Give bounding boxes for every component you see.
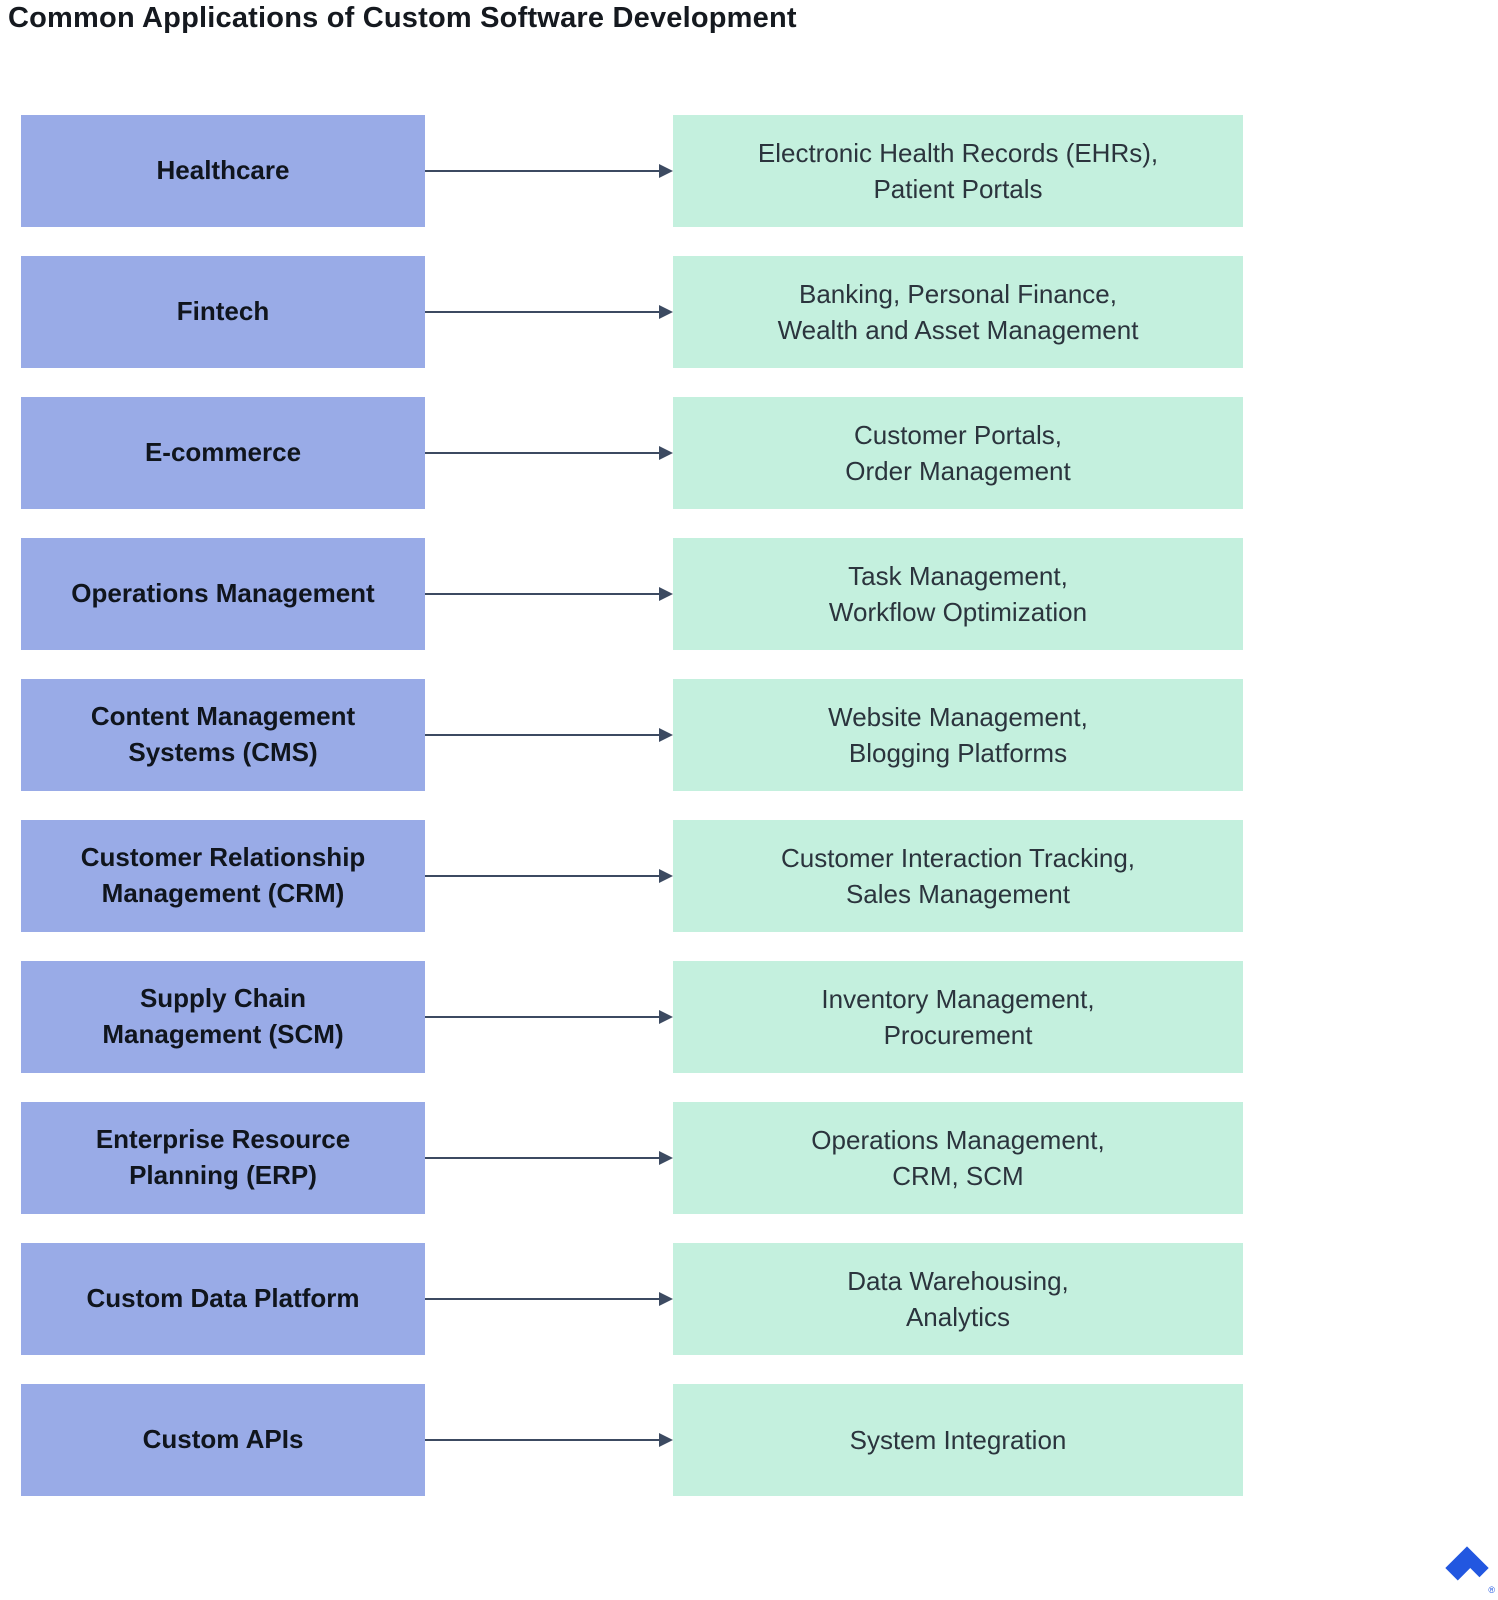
toptal-logo-icon xyxy=(1445,1546,1489,1581)
diagram-row: Content Management Systems (CMS) Website… xyxy=(21,679,1243,791)
diagram-row: Supply Chain Management (SCM) Inventory … xyxy=(21,961,1243,1073)
arrow-connector xyxy=(425,961,673,1073)
arrow-line xyxy=(425,1016,659,1018)
diagram: Healthcare Electronic Health Records (EH… xyxy=(21,115,1243,1496)
arrow-head-icon xyxy=(659,1010,673,1024)
diagram-row: Healthcare Electronic Health Records (EH… xyxy=(21,115,1243,227)
arrow-head-icon xyxy=(659,728,673,742)
category-box: Enterprise Resource Planning (ERP) xyxy=(21,1102,425,1214)
category-box: Healthcare xyxy=(21,115,425,227)
arrow-line xyxy=(425,311,659,313)
result-box: Banking, Personal Finance, Wealth and As… xyxy=(673,256,1243,368)
result-box: Task Management, Workflow Optimization xyxy=(673,538,1243,650)
diagram-row: Fintech Banking, Personal Finance, Wealt… xyxy=(21,256,1243,368)
arrow-head-icon xyxy=(659,305,673,319)
diagram-row: Custom Data Platform Data Warehousing, A… xyxy=(21,1243,1243,1355)
result-box: Customer Portals, Order Management xyxy=(673,397,1243,509)
arrow-head-icon xyxy=(659,1433,673,1447)
category-box: Fintech xyxy=(21,256,425,368)
arrow-head-icon xyxy=(659,1292,673,1306)
diagram-row: Operations Management Task Management, W… xyxy=(21,538,1243,650)
arrow-line xyxy=(425,1298,659,1300)
result-box: Electronic Health Records (EHRs), Patien… xyxy=(673,115,1243,227)
arrow-connector xyxy=(425,256,673,368)
arrow-connector xyxy=(425,115,673,227)
arrow-connector xyxy=(425,679,673,791)
arrow-head-icon xyxy=(659,164,673,178)
arrow-connector xyxy=(425,1384,673,1496)
category-box: Custom Data Platform xyxy=(21,1243,425,1355)
toptal-logo: ® xyxy=(1444,1545,1496,1597)
arrow-line xyxy=(425,452,659,454)
diagram-row: Customer Relationship Management (CRM) C… xyxy=(21,820,1243,932)
diagram-row: Custom APIs System Integration xyxy=(21,1384,1243,1496)
arrow-line xyxy=(425,170,659,172)
diagram-row: Enterprise Resource Planning (ERP) Opera… xyxy=(21,1102,1243,1214)
result-box: Website Management, Blogging Platforms xyxy=(673,679,1243,791)
arrow-line xyxy=(425,734,659,736)
arrow-line xyxy=(425,875,659,877)
arrow-line xyxy=(425,593,659,595)
arrow-connector xyxy=(425,820,673,932)
arrow-connector xyxy=(425,397,673,509)
arrow-connector xyxy=(425,538,673,650)
arrow-head-icon xyxy=(659,587,673,601)
category-box: Operations Management xyxy=(21,538,425,650)
diagram-row: E-commerce Customer Portals, Order Manag… xyxy=(21,397,1243,509)
result-box: Data Warehousing, Analytics xyxy=(673,1243,1243,1355)
arrow-head-icon xyxy=(659,446,673,460)
arrow-head-icon xyxy=(659,869,673,883)
page-title: Common Applications of Custom Software D… xyxy=(8,2,797,34)
category-box: E-commerce xyxy=(21,397,425,509)
arrow-line xyxy=(425,1439,659,1441)
result-box: System Integration xyxy=(673,1384,1243,1496)
category-box: Content Management Systems (CMS) xyxy=(21,679,425,791)
result-box: Customer Interaction Tracking, Sales Man… xyxy=(673,820,1243,932)
arrow-connector xyxy=(425,1243,673,1355)
category-box: Custom APIs xyxy=(21,1384,425,1496)
category-box: Supply Chain Management (SCM) xyxy=(21,961,425,1073)
arrow-head-icon xyxy=(659,1151,673,1165)
result-box: Inventory Management, Procurement xyxy=(673,961,1243,1073)
registered-trademark-icon: ® xyxy=(1488,1585,1495,1595)
arrow-connector xyxy=(425,1102,673,1214)
category-box: Customer Relationship Management (CRM) xyxy=(21,820,425,932)
arrow-line xyxy=(425,1157,659,1159)
result-box: Operations Management, CRM, SCM xyxy=(673,1102,1243,1214)
